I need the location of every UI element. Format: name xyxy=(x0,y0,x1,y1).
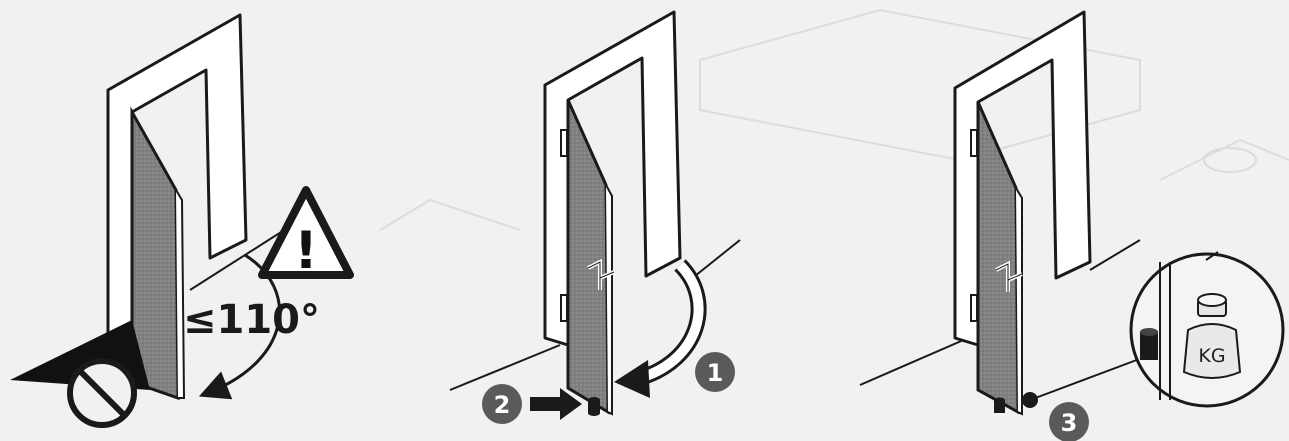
weight-label: KG xyxy=(1198,345,1225,367)
step-badge-1: 1 xyxy=(695,352,735,392)
hinge xyxy=(971,295,977,321)
panel-1: ! ≤110° xyxy=(10,15,350,425)
svg-text:2: 2 xyxy=(494,391,511,419)
svg-text:1: 1 xyxy=(707,359,724,387)
prohibited-icon xyxy=(70,361,134,425)
hinge xyxy=(561,130,567,156)
door-stop-icon xyxy=(994,398,1005,414)
panel-2: 1 2 xyxy=(450,12,740,424)
warning-symbol: ! xyxy=(294,221,318,281)
hinge xyxy=(561,295,567,321)
hinge xyxy=(971,130,977,156)
svg-text:3: 3 xyxy=(1061,409,1078,437)
magnifier-circle-icon: KG xyxy=(1131,252,1283,406)
curved-arrow-icon xyxy=(614,265,699,398)
leader-line xyxy=(1030,358,1142,400)
angle-label: ≤110° xyxy=(183,297,320,343)
door-leaf xyxy=(568,100,608,412)
background-ghost xyxy=(380,10,1289,230)
door-stop-icon xyxy=(588,397,600,416)
step-badge-3: 3 xyxy=(1049,402,1089,441)
panel-3: 3 KG xyxy=(860,12,1283,441)
step-badge-2: 2 xyxy=(482,384,522,424)
door-leaf xyxy=(978,102,1018,412)
